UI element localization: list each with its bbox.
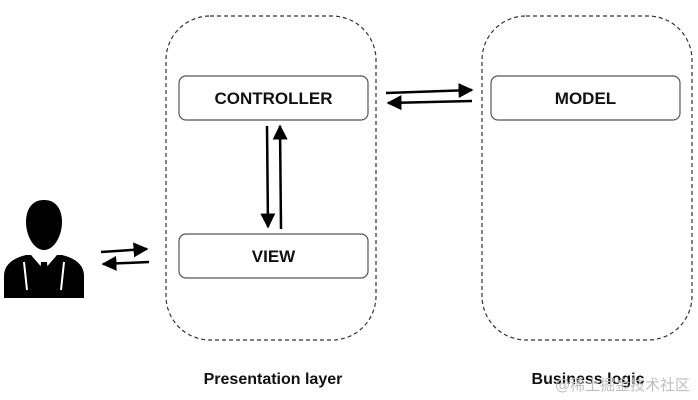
presentation-layer-container — [165, 15, 377, 341]
model-label: MODEL — [555, 89, 616, 108]
presentation-layer-label: Presentation layer — [204, 371, 343, 388]
business-logic-label: Business logic — [532, 371, 645, 388]
arrow-controller-to-model — [385, 82, 474, 98]
view-box: VIEW — [178, 233, 369, 279]
arrow-view-to-controller — [272, 124, 288, 230]
watermark-text: @稀土掘金技术社区 — [555, 376, 690, 394]
business-logic-container — [481, 15, 693, 341]
controller-label: CONTROLLER — [214, 89, 332, 108]
user-icon — [4, 200, 84, 298]
arrow-user-to-view — [100, 242, 149, 258]
arrow-controller-to-view — [260, 125, 276, 229]
arrow-view-to-user — [101, 255, 150, 271]
arrow-model-to-controller — [386, 95, 473, 111]
view-label: VIEW — [252, 247, 296, 266]
controller-box: CONTROLLER — [178, 75, 369, 121]
model-box: MODEL — [490, 75, 681, 121]
